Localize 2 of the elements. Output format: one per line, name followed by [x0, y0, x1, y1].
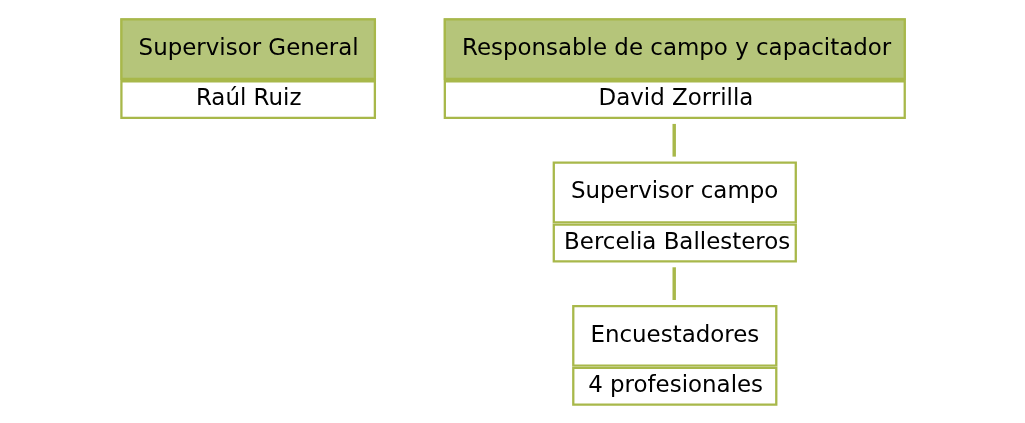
- connector: [672, 266, 676, 300]
- connector: [672, 123, 676, 157]
